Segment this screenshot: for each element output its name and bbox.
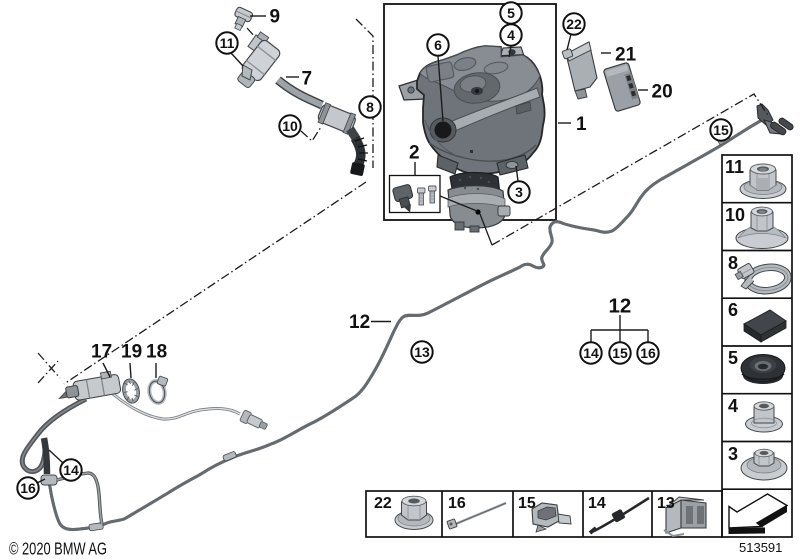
svg-text:10: 10 [725, 205, 745, 225]
svg-text:5: 5 [728, 348, 738, 368]
svg-text:6: 6 [434, 37, 442, 53]
svg-text:5: 5 [507, 5, 515, 21]
svg-text:3: 3 [728, 444, 738, 464]
svg-text:14: 14 [583, 345, 599, 361]
svg-text:3: 3 [515, 184, 523, 200]
svg-text:12: 12 [609, 295, 632, 318]
svg-text:9: 9 [270, 7, 281, 28]
svg-text:4: 4 [728, 396, 738, 416]
svg-text:15: 15 [612, 345, 628, 361]
svg-text:11: 11 [220, 35, 235, 51]
svg-text:22: 22 [566, 16, 582, 32]
svg-text:4: 4 [507, 27, 515, 43]
svg-text:19: 19 [121, 342, 142, 363]
svg-text:15: 15 [518, 495, 536, 512]
svg-text:11: 11 [725, 157, 744, 177]
svg-text:13: 13 [414, 344, 430, 360]
svg-text:1: 1 [576, 114, 587, 135]
svg-text:16: 16 [20, 480, 36, 496]
svg-text:20: 20 [652, 82, 673, 103]
svg-text:8: 8 [728, 253, 738, 273]
svg-text:22: 22 [374, 495, 392, 512]
svg-text:18: 18 [146, 342, 167, 363]
svg-text:6: 6 [728, 300, 738, 320]
svg-text:2: 2 [409, 143, 420, 164]
svg-text:14: 14 [588, 495, 606, 512]
svg-text:13: 13 [657, 495, 675, 512]
svg-text:© 2020 BMW AG: © 2020 BMW AG [9, 539, 107, 559]
svg-text:10: 10 [282, 118, 298, 134]
svg-text:16: 16 [448, 495, 466, 512]
svg-text:16: 16 [640, 345, 656, 361]
svg-text:17: 17 [91, 342, 112, 363]
svg-text:21: 21 [615, 45, 637, 66]
svg-text:513591: 513591 [739, 540, 782, 555]
svg-text:8: 8 [366, 99, 374, 115]
svg-text:7: 7 [302, 69, 313, 90]
svg-text:14: 14 [63, 462, 79, 478]
svg-text:15: 15 [713, 122, 729, 138]
svg-text:12: 12 [349, 312, 370, 333]
